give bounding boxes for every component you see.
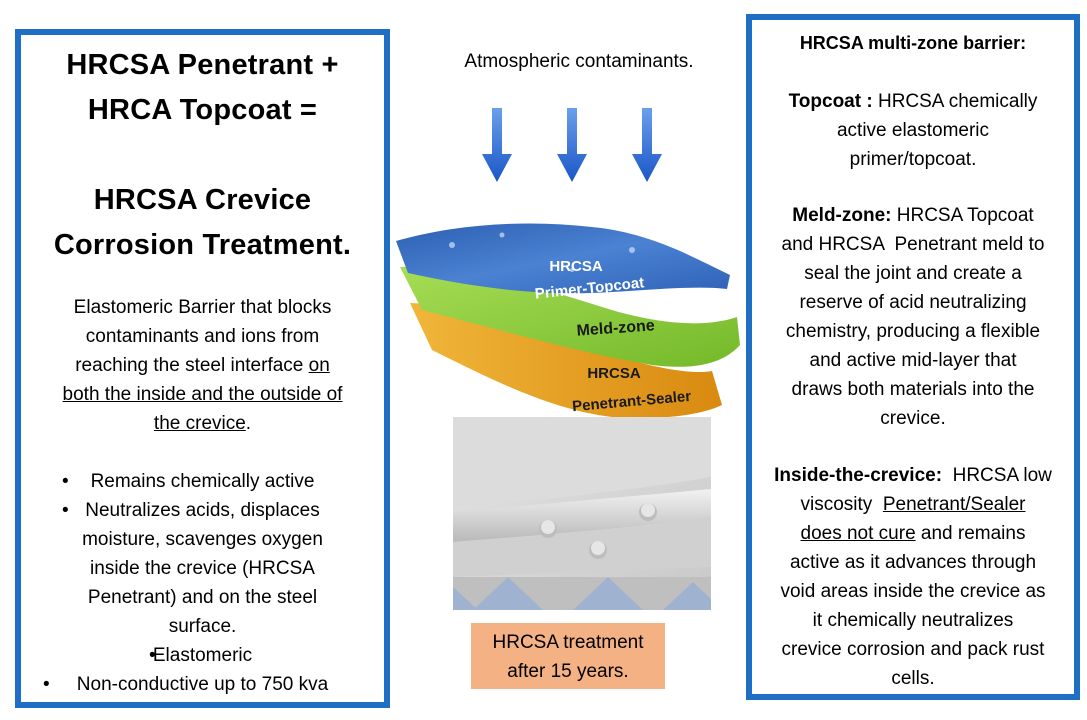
- barrier-description: Elastomeric Barrier that blocks contamin…: [21, 293, 384, 438]
- layer-diagram: HRCSA Primer-Topcoat Meld-zone HRCSA Pen…: [396, 223, 740, 419]
- section-line: cells.: [891, 668, 935, 689]
- section-text: and remains: [915, 523, 1026, 544]
- penetrant-sealer-layer: [410, 303, 722, 419]
- primer-topcoat-layer: [396, 223, 730, 294]
- section-line: Meld-zone: HRCSA Topcoat: [752, 201, 1074, 230]
- desc-underlined: on: [308, 355, 330, 376]
- down-arrow-icon: [482, 108, 512, 182]
- desc-line: both the inside and the outside of: [21, 380, 384, 409]
- desc-underlined: the crevice: [153, 413, 246, 434]
- section-line: draws both materials into the: [791, 379, 1035, 400]
- section-line: active elastomeric: [836, 120, 990, 141]
- section-text: viscosity: [800, 494, 883, 515]
- bullet-line: surface.: [168, 616, 237, 637]
- bullet-text: Neutralizes acids, displaces moisture, s…: [21, 496, 384, 641]
- layer-top-label-1: HRCSA: [549, 258, 603, 275]
- topcoat-label: Topcoat :: [788, 91, 873, 112]
- desc-text: reaching the steel interface: [75, 355, 309, 376]
- desc-text: .: [245, 413, 252, 434]
- section-line: crevice corrosion and pack rust: [781, 639, 1045, 660]
- desc-underlined: both the inside and the outside of: [62, 384, 343, 405]
- left-panel: HRCSA Penetrant + HRCA Topcoat = HRCSA C…: [15, 29, 390, 708]
- section-line: crevice.: [880, 408, 946, 429]
- section-line: chemistry, producing a flexible: [785, 321, 1041, 342]
- desc-line: contaminants and ions from: [85, 326, 320, 347]
- desc-line: the crevice.: [21, 409, 384, 438]
- contaminant-arrows: [482, 108, 662, 182]
- list-item: • Elastomeric: [21, 641, 384, 670]
- section-line: primer/topcoat.: [849, 149, 977, 170]
- meld-zone-label: Meld-zone:: [792, 205, 892, 226]
- section-line: Inside-the-crevice: HRCSA low: [752, 461, 1074, 490]
- section-line: and HRCSA Penetrant meld to: [781, 234, 1045, 255]
- bullet-text: Non-conductive up to 750 kva: [76, 674, 329, 695]
- section-underlined: Penetrant/Sealer: [882, 494, 1026, 515]
- section-text: HRCSA low: [942, 465, 1052, 486]
- title-line-4: Corrosion Treatment.: [53, 229, 352, 261]
- list-item: • Non-conductive up to 750 kva: [21, 670, 384, 699]
- photo-caption: HRCSA treatment after 15 years.: [471, 623, 665, 689]
- section-line: it chemically neutralizes: [812, 610, 1014, 631]
- desc-line: reaching the steel interface on: [21, 351, 384, 380]
- section-text: HRCSA chemically: [872, 91, 1038, 112]
- down-arrow-icon: [632, 108, 662, 182]
- bullet-marker: •: [62, 500, 69, 521]
- section-line: void areas inside the crevice as: [780, 581, 1046, 602]
- layer-mid-label: Meld-zone: [576, 317, 655, 339]
- meld-zone-section: Meld-zone: HRCSA Topcoat and HRCSA Penet…: [752, 201, 1074, 433]
- inside-crevice-label: Inside-the-crevice:: [774, 465, 943, 486]
- layer-bottom-label-1: HRCSA: [587, 365, 641, 382]
- bullet-marker: •: [43, 674, 50, 695]
- bullet-text: Elastomeric: [152, 645, 253, 666]
- bullet-marker: •: [62, 471, 69, 492]
- treated-steel-photo: [453, 417, 711, 610]
- section-line: Topcoat : HRCSA chemically: [752, 87, 1074, 116]
- section-underlined: does not cure: [800, 523, 916, 544]
- inside-crevice-section: Inside-the-crevice: HRCSA low viscosity …: [752, 461, 1074, 693]
- section-line: seal the joint and create a: [804, 263, 1022, 284]
- title-line-2: HRCA Topcoat =: [87, 94, 318, 126]
- feature-list: • Remains chemically active • Neutralize…: [21, 467, 384, 699]
- bullet-line: moisture, scavenges oxygen: [82, 529, 323, 550]
- section-text: HRCSA Topcoat: [891, 205, 1034, 226]
- list-item: • Remains chemically active: [21, 467, 384, 496]
- topcoat-section: Topcoat : HRCSA chemically active elasto…: [752, 87, 1074, 174]
- title-line-1: HRCSA Penetrant +: [66, 49, 339, 81]
- multi-zone-heading: HRCSA multi-zone barrier:: [799, 33, 1027, 53]
- caption-line: after 15 years.: [507, 661, 629, 682]
- section-line: active as it advances through: [789, 552, 1037, 573]
- caption-line: HRCSA treatment: [492, 632, 644, 653]
- title-line-3: HRCSA Crevice: [93, 184, 312, 216]
- meld-zone-layer: [400, 266, 740, 367]
- down-arrow-icon: [557, 108, 587, 182]
- section-line: viscosity Penetrant/Sealer: [752, 490, 1074, 519]
- bullet-marker: •: [149, 645, 156, 666]
- atmospheric-contaminants-label: Atmospheric contaminants.: [464, 51, 694, 72]
- section-line: does not cure and remains: [752, 519, 1074, 548]
- desc-line: Elastomeric Barrier that blocks: [73, 297, 332, 318]
- list-item: • Neutralizes acids, displaces moisture,…: [21, 496, 384, 641]
- section-line: and active mid-layer that: [809, 350, 1017, 371]
- right-panel: HRCSA multi-zone barrier: Topcoat : HRCS…: [746, 14, 1080, 700]
- bullet-line: Penetrant) and on the steel: [87, 587, 318, 608]
- bullet-line: Neutralizes acids, displaces: [85, 500, 320, 521]
- bullet-text: Remains chemically active: [90, 471, 315, 492]
- section-line: reserve of acid neutralizing: [799, 292, 1027, 313]
- bullet-line: inside the crevice (HRCSA: [90, 558, 315, 579]
